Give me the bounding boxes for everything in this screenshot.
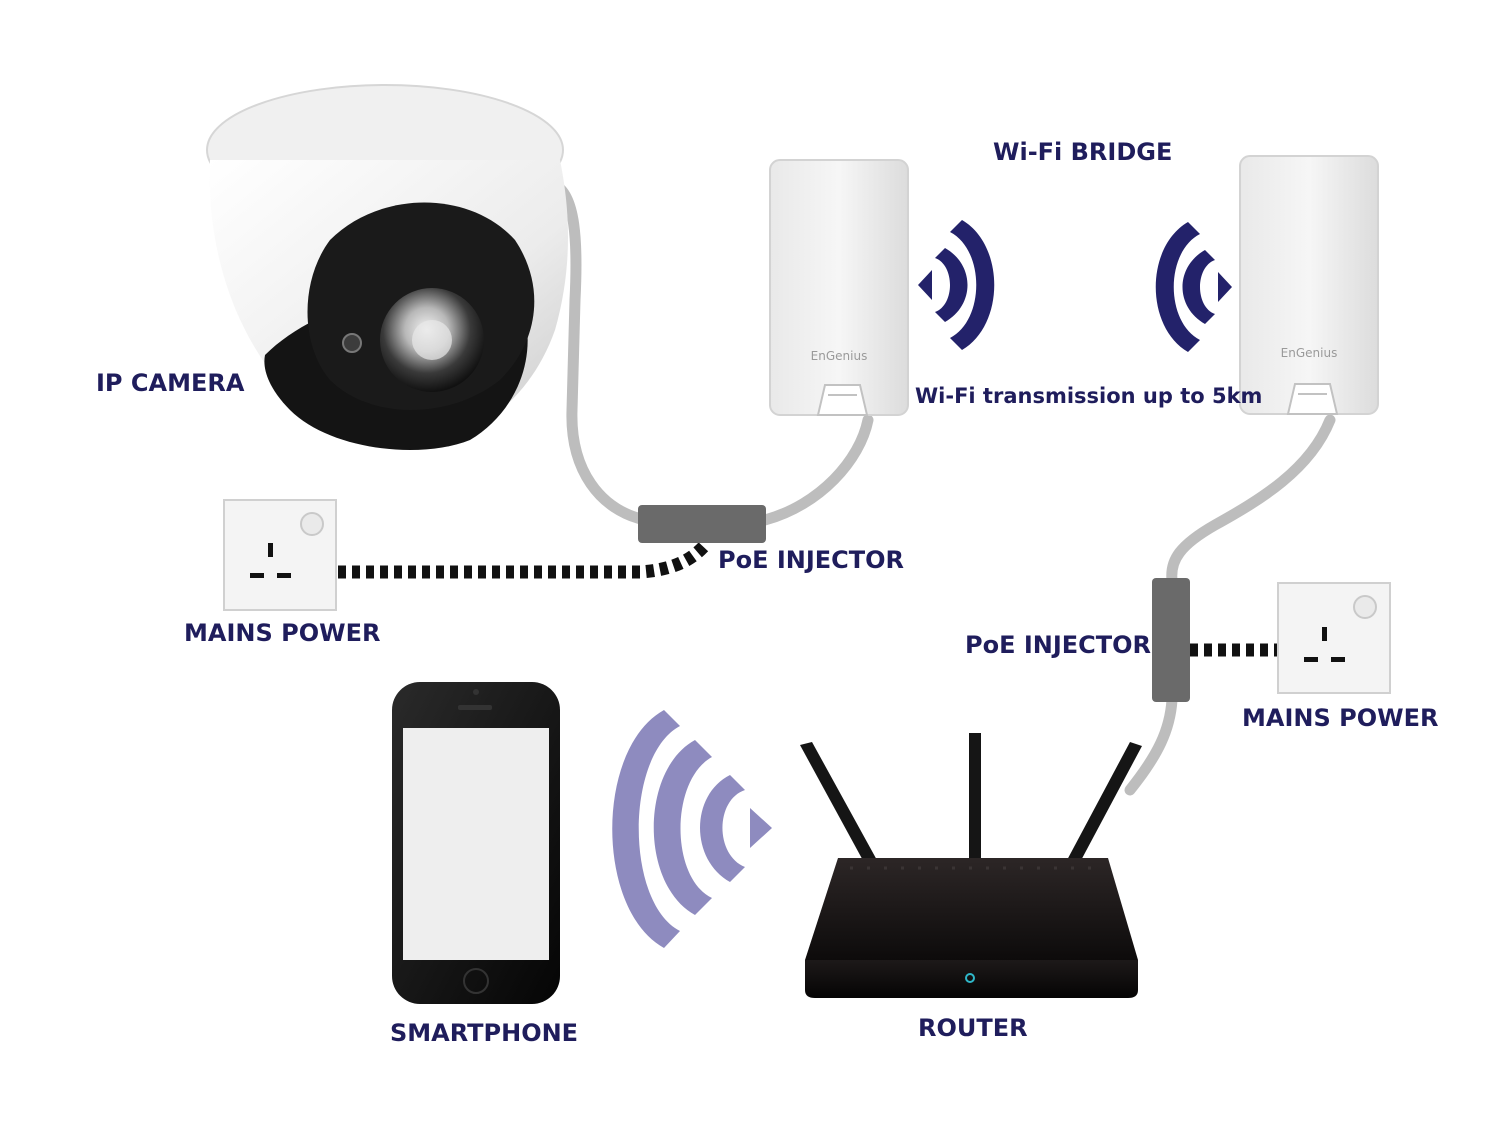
bridge-right-brand: EnGenius xyxy=(1281,346,1338,360)
wifi-waves-icon xyxy=(612,710,772,948)
mains-power-left-label: MAINS POWER xyxy=(184,619,381,647)
camera-to-injector-cable xyxy=(549,179,651,526)
poe-injector-left-label: PoE INJECTOR xyxy=(718,546,905,574)
bridge-left-brand: EnGenius xyxy=(811,349,868,363)
smartphone-icon xyxy=(392,682,560,1004)
mains-power-right-label: MAINS POWER xyxy=(1242,704,1439,732)
poe-injector-left-icon xyxy=(638,505,766,543)
power-socket-right-icon xyxy=(1277,582,1391,694)
wifi-transmission-label: Wi-Fi transmission up to 5km xyxy=(915,384,1263,408)
ip-camera-label: IP CAMERA xyxy=(96,369,245,397)
ip-camera-icon xyxy=(206,84,569,450)
injector-to-bridge-left-cable xyxy=(759,414,874,526)
power-socket-left-icon xyxy=(223,499,337,611)
poe-injector-right-icon xyxy=(1152,578,1190,702)
bridge-right-to-injector-cable xyxy=(1166,414,1336,586)
router-icon xyxy=(800,733,1142,998)
wifi-waves-icon xyxy=(1155,222,1232,352)
power-line-left xyxy=(338,540,710,579)
wifi-waves-icon xyxy=(918,220,995,350)
wifi-bridge-left-icon xyxy=(769,159,909,416)
smartphone-label: SMARTPHONE xyxy=(390,1019,579,1047)
injector-to-router-cable xyxy=(1124,694,1178,796)
wifi-bridge-label: Wi-Fi BRIDGE xyxy=(993,138,1173,166)
wifi-bridge-right-icon xyxy=(1239,155,1379,415)
router-label: ROUTER xyxy=(918,1014,1028,1042)
poe-injector-right-label: PoE INJECTOR xyxy=(965,631,1152,659)
